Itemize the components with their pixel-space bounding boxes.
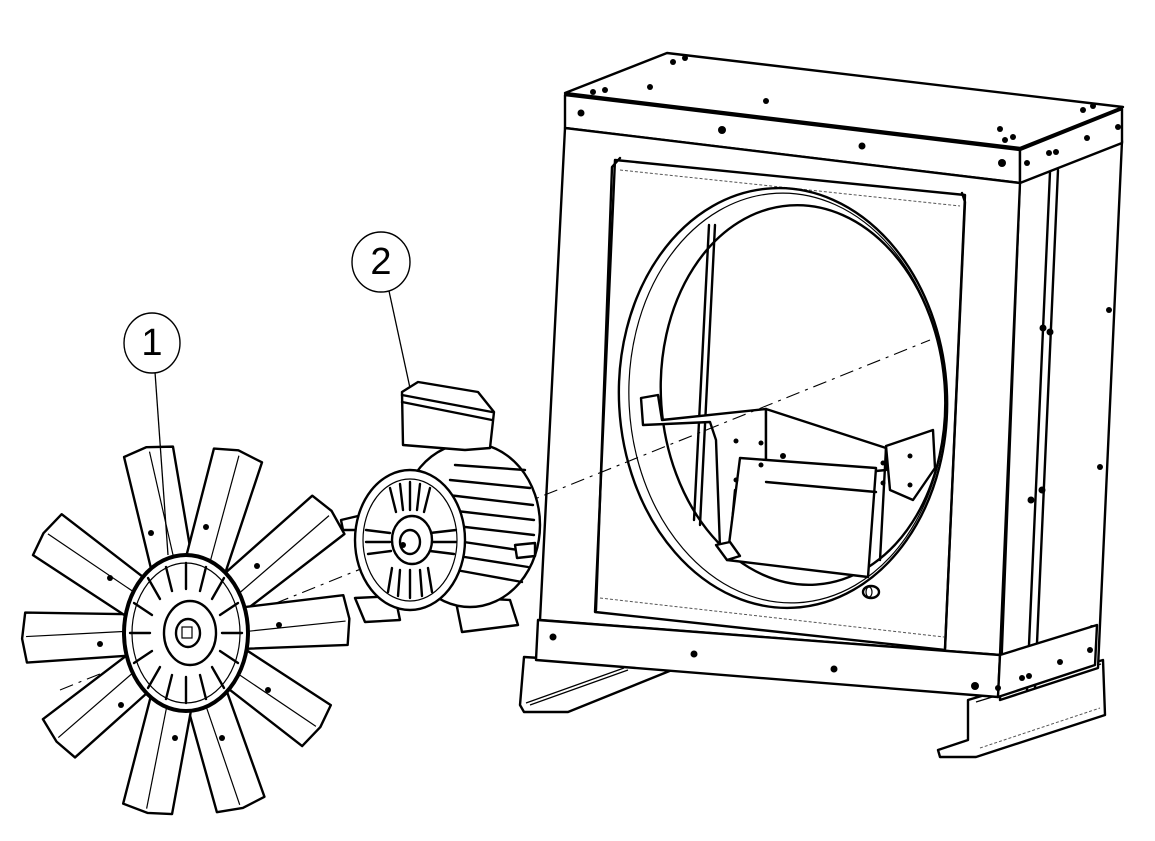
blade-clamp-bolts [97,524,282,741]
housing-bottom-frame [534,618,1099,699]
motor-terminal-box [400,380,496,452]
callout-1: 1 [123,312,181,556]
housing-top-frame [563,93,1124,185]
electric-motor [339,380,542,634]
callout-2: 2 [351,231,411,389]
callout-1-label: 1 [141,322,162,364]
motor-mount-bracket [639,393,937,579]
callout-2-label: 2 [370,241,391,283]
motor-fan-cover-grille [364,480,458,600]
fan-hub [122,553,250,713]
housing-front-face [538,126,1022,657]
fan-housing-box [518,51,1125,759]
fan-impeller [20,445,351,816]
